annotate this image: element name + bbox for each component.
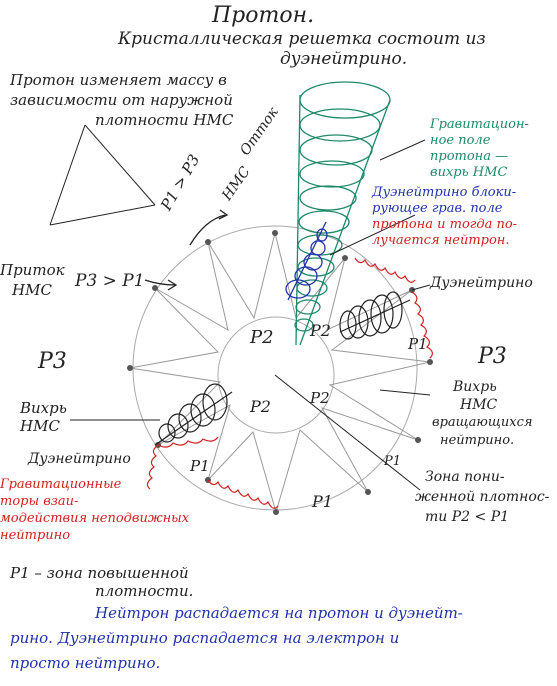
pointer-lines bbox=[49, 124, 431, 491]
gravity-field-label-3: протона — bbox=[430, 149, 509, 164]
inflow-label-1: Приток bbox=[0, 261, 65, 279]
gravity-tori-left bbox=[146, 436, 279, 509]
decay-note-2: рино. Дуэнейтрино распадается на электро… bbox=[10, 629, 400, 647]
vortex-right-label-2: НМС bbox=[460, 397, 498, 413]
gravity-field-cone bbox=[294, 81, 391, 346]
flow-arrows bbox=[144, 209, 229, 291]
diagram-subtitle-line-1: Кристаллическая решетка состоит из bbox=[118, 29, 486, 49]
mass-note-line-3: плотности НМС bbox=[95, 111, 234, 129]
gravity-tori-right bbox=[354, 257, 433, 359]
zone-p2-right: P2 bbox=[310, 321, 331, 340]
inflow-relation: P3 > P1 bbox=[75, 271, 145, 291]
vortex-right-label-4: нейтрино. bbox=[440, 433, 515, 448]
mass-note-line-1: Протон изменяет массу в bbox=[10, 71, 227, 89]
zone-p2-center: P2 bbox=[250, 327, 274, 348]
gravity-tori-label-3: модействия неподвижных bbox=[0, 511, 190, 526]
blocking-note-4: лучается нейтрон. bbox=[372, 233, 510, 248]
p1-definition-2: плотности. bbox=[95, 582, 194, 600]
blocking-note-1: Дуэнейтрино блоки- bbox=[372, 185, 517, 200]
vortex-right-label-1: Вихрь bbox=[453, 379, 497, 395]
gravity-field-label-4: вихрь НМС bbox=[430, 165, 508, 180]
diagram-title: Протон. bbox=[212, 3, 315, 28]
gravity-tori-label-4: нейтрино bbox=[0, 528, 71, 543]
zone-p3-left: P3 bbox=[38, 349, 67, 374]
zone-p1-bottom: P1 bbox=[312, 492, 333, 511]
lattice-nodes bbox=[127, 230, 433, 515]
vortex-right-label-3: вращающихся bbox=[432, 415, 533, 430]
decay-note-1: Нейтрон распадается на протон и дуэнейт- bbox=[95, 604, 463, 622]
low-density-zone-2: женной плотнос- bbox=[415, 489, 550, 505]
inflow-label-2: НМС bbox=[12, 281, 52, 299]
zone-p1-right: P1 bbox=[408, 335, 428, 353]
right-vortex bbox=[339, 291, 411, 340]
low-density-zone-1: Зона пони- bbox=[425, 469, 505, 485]
duoneutrino-label-right: Дуэнейтрино bbox=[430, 275, 533, 291]
proton-outer-circle bbox=[132, 225, 418, 511]
gravity-field-label-1: Гравитацион- bbox=[430, 117, 529, 132]
proton-inner-circle bbox=[217, 316, 335, 434]
crystal-lattice-star bbox=[129, 232, 431, 514]
blocking-note-2: рующее грав. поле bbox=[372, 201, 503, 216]
p1-definition-1: P1 – зона повышенной bbox=[10, 564, 189, 582]
low-density-zone-3: ти P2 < P1 bbox=[425, 509, 510, 525]
mass-note-line-2: зависимости от наружной bbox=[10, 91, 233, 109]
zone-p2-left: P2 bbox=[250, 397, 271, 416]
decay-note-3: просто нейтрино. bbox=[10, 654, 161, 672]
blocking-note-3: протона и тогда по- bbox=[372, 217, 518, 232]
duoneutrino-blocking-coil bbox=[285, 221, 328, 301]
left-vortex bbox=[154, 383, 233, 446]
diagram-subtitle-line-2: дуэнейтрино. bbox=[280, 49, 408, 69]
duoneutrino-label-left: Дуэнейтрино bbox=[28, 451, 131, 467]
zone-p2-lower: P2 bbox=[310, 389, 330, 407]
gravity-tori-label-1: Гравитационные bbox=[0, 477, 122, 492]
vortex-left-label-2: НМС bbox=[20, 417, 60, 435]
gravity-field-label-2: ное поле bbox=[430, 133, 491, 148]
zone-p1-edge: P1 bbox=[384, 454, 402, 469]
zone-p1-left: P1 bbox=[190, 457, 210, 475]
vortex-left-label-1: Вихрь bbox=[20, 399, 67, 417]
zone-p3-right: P3 bbox=[478, 344, 507, 369]
gravity-tori-label-2: торы взаи- bbox=[0, 494, 79, 509]
